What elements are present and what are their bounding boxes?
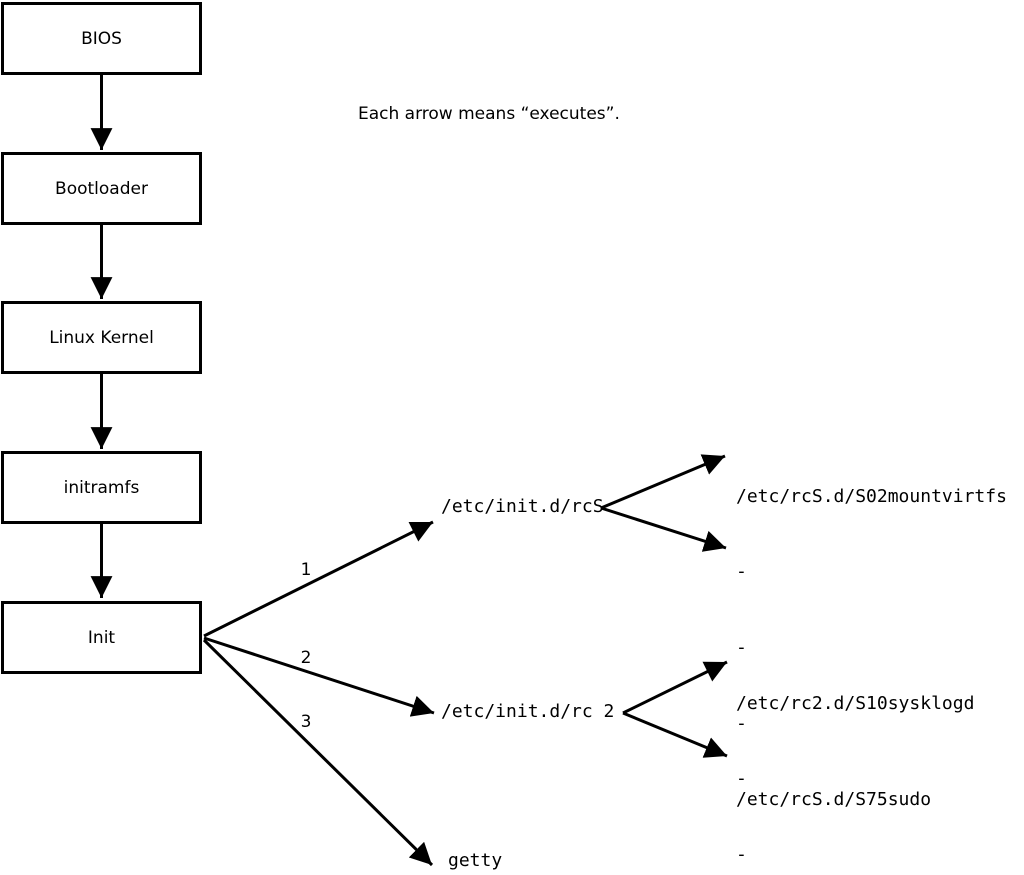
branch-target-getty: getty	[448, 850, 503, 871]
flow-box-init-label: Init	[87, 627, 116, 648]
ellipsis-dash: -	[736, 637, 747, 659]
rcS-script-first: /etc/rcS.d/S02mountvirtfs	[736, 485, 1007, 507]
arrow-rc2-to-first-script	[622, 660, 728, 715]
ellipsis-dash: -	[736, 561, 747, 583]
arrow-rcS-to-first-script	[600, 454, 726, 510]
arrow-init-to-getty	[202, 638, 434, 867]
rcS-script-list: /etc/rcS.d/S02mountvirtfs - - - /etc/rcS…	[736, 433, 1007, 863]
flow-box-initramfs: initramfs	[1, 451, 202, 524]
arrow-rcS-to-last-script	[600, 506, 727, 552]
flow-box-bootloader: Bootloader	[1, 152, 202, 225]
ellipsis-dash: -	[736, 768, 747, 790]
rc2-script-first: /etc/rc2.d/S10sysklogd	[736, 692, 975, 714]
branch-target-rcS: /etc/init.d/rcS	[441, 496, 604, 517]
branch-target-rc2: /etc/init.d/rc 2	[441, 701, 615, 722]
legend-note: Each arrow means “executes”.	[358, 104, 620, 124]
flow-box-bootloader-label: Bootloader	[55, 178, 148, 199]
flow-box-kernel: Linux Kernel	[1, 301, 202, 374]
branch-number-2: 2	[300, 648, 312, 668]
flow-box-init: Init	[1, 601, 202, 674]
arrow-init-to-rcS	[203, 520, 434, 638]
rc2-script-list: /etc/rc2.d/S10sysklogd - - - /etc/rc2.d/…	[736, 640, 974, 875]
flow-box-initramfs-label: initramfs	[63, 477, 140, 498]
branch-number-3: 3	[300, 712, 312, 732]
flow-box-bios-label: BIOS	[81, 28, 122, 49]
branch-number-1: 1	[300, 560, 312, 580]
ellipsis-dash: -	[736, 844, 747, 866]
flow-box-bios: BIOS	[1, 2, 202, 75]
arrow-init-to-rc2	[203, 636, 435, 717]
flow-box-kernel-label: Linux Kernel	[49, 327, 154, 348]
arrow-rc2-to-last-script	[622, 711, 728, 758]
rcS-script-last: /etc/rcS.d/S75sudo	[736, 789, 932, 811]
ellipsis-dash: -	[736, 713, 747, 735]
